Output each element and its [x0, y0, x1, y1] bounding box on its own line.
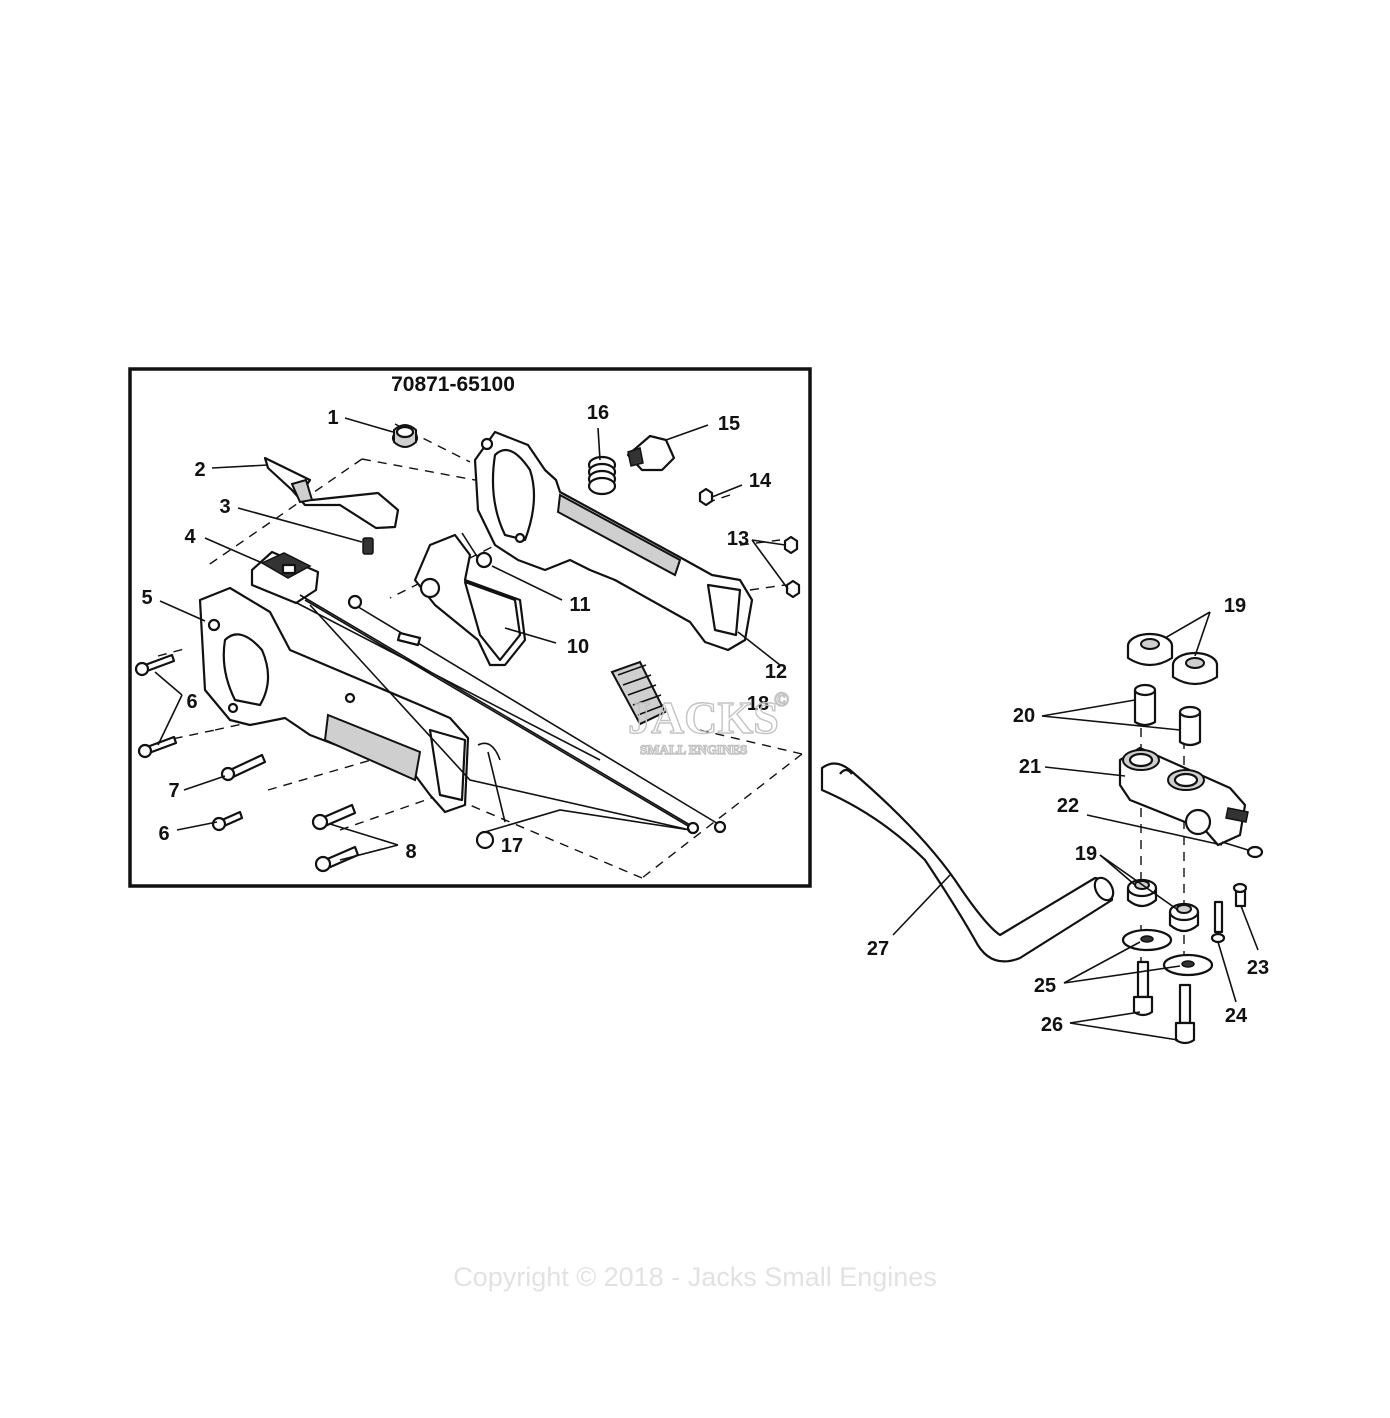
part-22-ring-terminal [1221, 841, 1264, 859]
part-14-nut [698, 487, 714, 507]
kit-number: 70871-65100 [391, 373, 515, 396]
part-20-sleeve-right [1178, 705, 1202, 747]
callout-7: 7 [168, 780, 179, 802]
callout-15: 15 [718, 413, 740, 435]
part-13-nut-lower [785, 579, 801, 599]
part-1-grommet [391, 424, 419, 448]
callout-19-lower: 19 [1075, 843, 1097, 865]
callout-2: 2 [194, 459, 205, 481]
svg-text:SMALL ENGINES: SMALL ENGINES [640, 742, 747, 757]
callout-17: 17 [501, 835, 523, 857]
part-26-bolt-right [1174, 983, 1196, 1045]
part-12-handle-half-right [473, 430, 754, 652]
part-5-handle-half-left [198, 586, 470, 814]
part-6-screw-upper [134, 653, 176, 677]
part-11-spring [461, 532, 493, 569]
part-2-throttle-lever [263, 456, 400, 530]
copyright-watermark: Copyright © 2018 - Jacks Small Engines [453, 1262, 937, 1292]
callout-25: 25 [1034, 975, 1056, 997]
callout-8: 8 [405, 841, 416, 863]
part-18-spring [610, 660, 667, 726]
switch-wiring [294, 594, 727, 850]
callout-10: 10 [567, 636, 589, 658]
part-25-washer-right [1162, 953, 1214, 977]
callout-21: 21 [1019, 756, 1041, 778]
callout-labels: 1 2 3 4 5 6 6 7 8 10 11 12 13 14 15 16 1… [141, 402, 1269, 1036]
part-3-set-screw [362, 537, 374, 555]
callout-18: 18 [747, 693, 769, 715]
part-19-damper-upper-right [1171, 651, 1219, 686]
callout-3: 3 [219, 496, 230, 518]
part-23-screw [1232, 882, 1248, 908]
part-20-sleeve-left [1133, 683, 1157, 727]
part-15-cap [626, 434, 676, 472]
part-17-clip [477, 742, 501, 761]
callout-20: 20 [1013, 705, 1035, 727]
part-10-trigger [413, 533, 527, 667]
svg-text:JACKS: JACKS [628, 692, 779, 743]
callout-16: 16 [587, 402, 609, 424]
callout-4: 4 [184, 526, 196, 548]
callout-1: 1 [327, 407, 338, 429]
part-24-screw [1210, 900, 1226, 944]
part-8-screw-upper [311, 803, 357, 831]
callout-leaders [154, 417, 1259, 1041]
part-21-handle-bracket [1118, 746, 1249, 847]
callout-23: 23 [1247, 957, 1269, 979]
part-6-screw-bottom [211, 810, 244, 832]
callout-12: 12 [765, 661, 787, 683]
callout-6-lower: 6 [158, 823, 169, 845]
callout-14: 14 [749, 470, 772, 492]
callout-19-upper: 19 [1224, 595, 1246, 617]
callout-22: 22 [1057, 795, 1079, 817]
callout-11: 11 [569, 594, 590, 616]
callout-27: 27 [867, 938, 889, 960]
part-16-spring [587, 455, 617, 496]
part-8-screw-lower [314, 845, 360, 873]
part-13-nut-upper [783, 535, 799, 555]
jacks-logo-watermark: JACKS SMALL ENGINES © [627, 688, 789, 757]
part-27-handle-bar [820, 762, 1115, 963]
callout-5: 5 [141, 587, 152, 609]
part-19-damper-upper-left [1126, 632, 1174, 667]
part-4-switch [250, 550, 320, 605]
part-7-screw [220, 753, 267, 782]
part-6-screw-lower [137, 735, 178, 759]
callout-13: 13 [727, 528, 749, 550]
kit-frame [128, 367, 812, 888]
callout-26: 26 [1041, 1014, 1063, 1036]
callout-24: 24 [1225, 1005, 1248, 1027]
svg-text:©: © [774, 689, 789, 711]
callout-6-upper: 6 [186, 691, 197, 713]
